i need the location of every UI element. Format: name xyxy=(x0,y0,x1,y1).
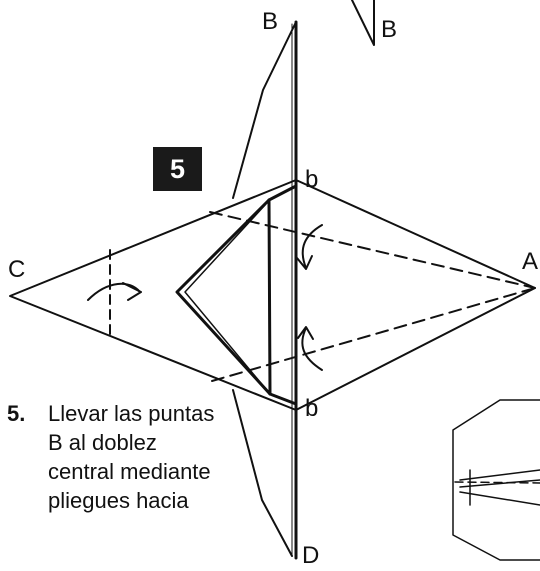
instruction-number: 5. xyxy=(7,401,26,426)
label-left-c: C xyxy=(8,256,26,283)
inner-fold-layer xyxy=(175,184,298,406)
label-right-a: A xyxy=(522,248,539,275)
kite-outline xyxy=(9,179,536,411)
label-inset-b: B xyxy=(381,16,398,43)
instruction-text: Llevar las puntas B al doblez central me… xyxy=(48,401,215,513)
arrow-upper-fold xyxy=(301,224,323,269)
inset-flap-top xyxy=(351,0,375,46)
label-top-b: B xyxy=(262,8,279,35)
upper-wing-flap xyxy=(232,21,297,199)
inset-figure-bottom xyxy=(452,399,540,561)
step-number-badge: 5 xyxy=(153,147,202,191)
lower-wing-flap xyxy=(232,389,293,557)
fold-line-upper xyxy=(209,211,536,289)
label-bottom-d: D xyxy=(302,542,320,569)
arrow-lower-fold xyxy=(301,327,323,371)
label-upper-small-b: b xyxy=(305,166,319,193)
label-lower-small-b: b xyxy=(305,395,319,422)
fold-line-lower xyxy=(211,287,536,382)
